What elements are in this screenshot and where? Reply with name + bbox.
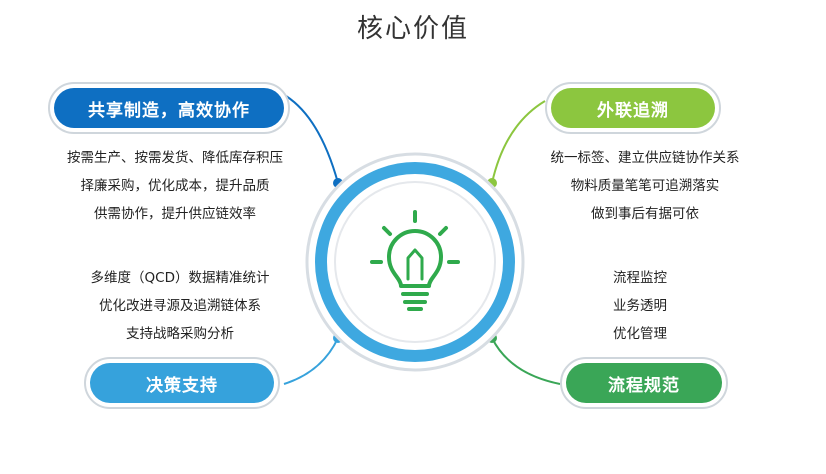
text-line: 物料质量笔笔可追溯落实 (570, 178, 720, 194)
text-line: 按需生产、按需发货、降低库存积压 (67, 150, 283, 166)
text-line: 流程监控 (613, 270, 667, 286)
label-shared-manufacturing: 共享制造，高效协作 (54, 88, 284, 128)
connector-bottom-left (283, 337, 339, 385)
label-external-traceability: 外联追溯 (551, 88, 715, 128)
connector-top-right (491, 100, 546, 184)
text-line: 择廉采购，优化成本，提升品质 (80, 178, 270, 194)
label-decision-support: 决策支持 (90, 363, 274, 403)
text-line: 做到事后有据可依 (591, 206, 699, 222)
text-line: 供需协作，提升供应链效率 (94, 206, 256, 222)
label-process-standard: 流程规范 (566, 363, 722, 403)
text-line: 多维度（QCD）数据精准统计 (90, 270, 270, 286)
connector-bottom-right (491, 337, 561, 385)
text-line: 优化改进寻源及追溯链体系 (99, 298, 261, 314)
text-block-bottom-right: 流程监控 业务透明 优化管理 (590, 264, 690, 348)
text-line: 业务透明 (613, 298, 667, 314)
page-title: 核心价值 (356, 14, 469, 44)
text-line: 优化管理 (613, 326, 667, 342)
text-block-top-right: 统一标签、建立供应链协作关系 物料质量笔笔可追溯落实 做到事后有据可依 (510, 144, 780, 228)
text-block-bottom-left: 多维度（QCD）数据精准统计 优化改进寻源及追溯链体系 支持战略采购分析 (60, 264, 300, 348)
connector-top-left (285, 95, 339, 184)
lightbulb-icon (370, 210, 460, 311)
text-line: 支持战略采购分析 (126, 326, 234, 342)
text-line: 统一标签、建立供应链协作关系 (550, 150, 740, 166)
text-block-top-left: 按需生产、按需发货、降低库存积压 择廉采购，优化成本，提升品质 供需协作，提升供… (40, 144, 310, 228)
